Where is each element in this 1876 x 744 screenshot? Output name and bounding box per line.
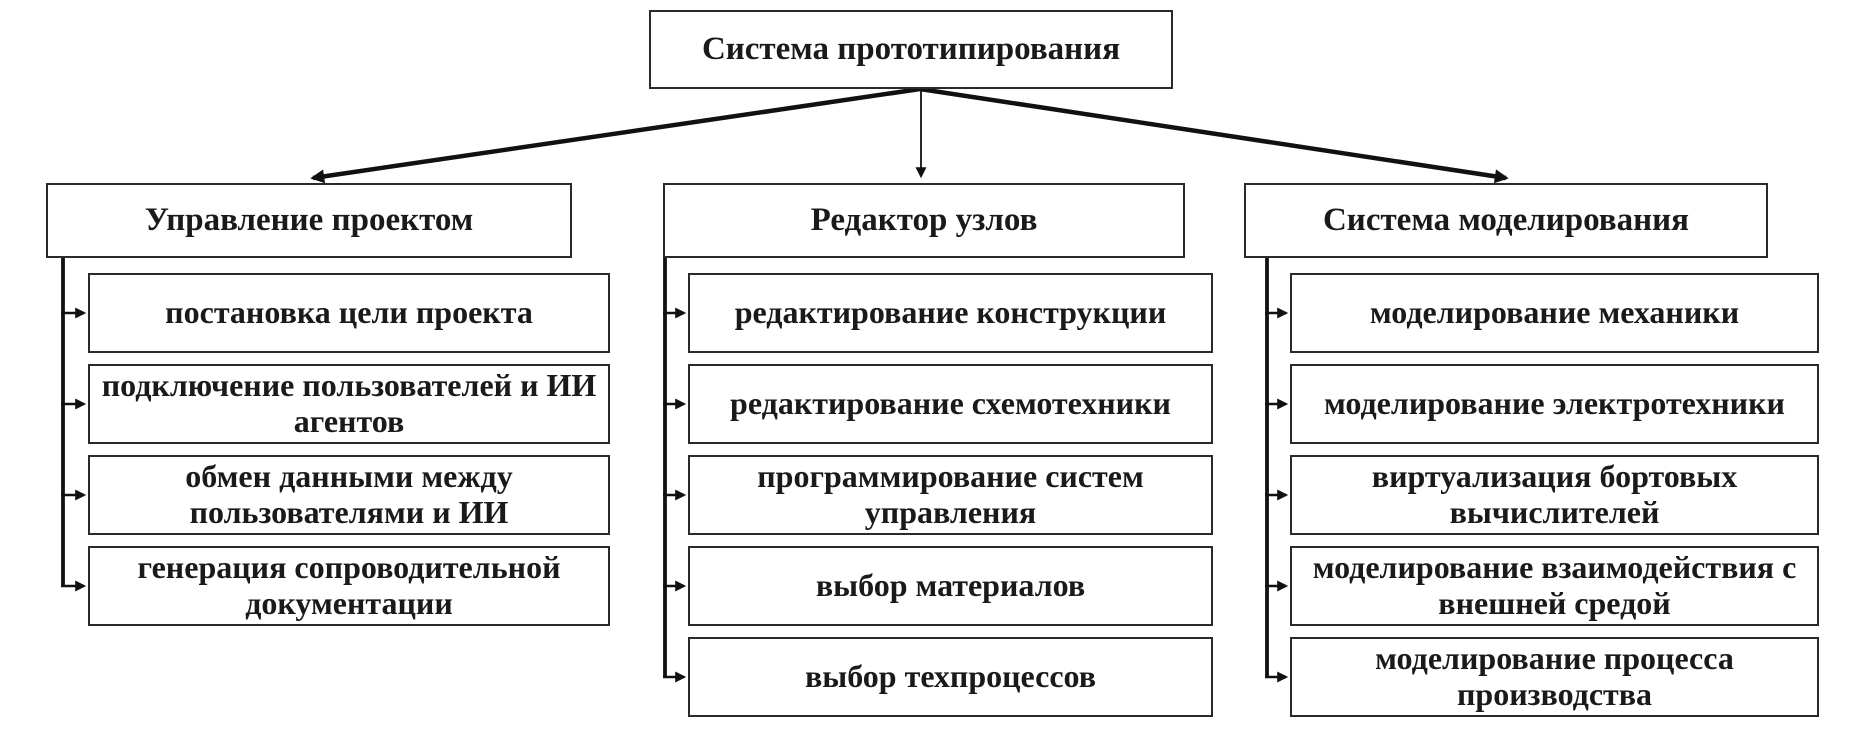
col-0-item-box-2: обмен данными между пользователями и ИИ: [88, 455, 610, 535]
col-2-item-box-3: моделирование взаимодействия с внешней с…: [1290, 546, 1819, 626]
col-1-header-box: Редактор узлов: [663, 183, 1185, 258]
col-0-header-box: Управление проектом: [46, 183, 572, 258]
col-0-item-box-0: постановка цели проекта: [88, 273, 610, 353]
col-1-item-box-0: редактирование конструкции: [688, 273, 1213, 353]
col-0-item-box-1: подключение пользователей и ИИ агентов: [88, 364, 610, 444]
arrow-root-to-col-0: [310, 86, 921, 184]
arrow-root-to-col-2: [919, 86, 1509, 184]
col-1-item-box-2: программирование систем управления: [688, 455, 1213, 535]
col-1-item-box-3: выбор материалов: [688, 546, 1213, 626]
col-2-item-box-2: виртуализация бортовых вычислителей: [1290, 455, 1819, 535]
col-2-item-box-1: моделирование электротехники: [1290, 364, 1819, 444]
root-box: Система прототипирования: [649, 10, 1173, 89]
col-1-item-box-4: выбор техпроцессов: [688, 637, 1213, 717]
col-2-header-box: Система моделирования: [1244, 183, 1768, 258]
col-1-item-box-1: редактирование схемотехники: [688, 364, 1213, 444]
col-1-connectors: [663, 258, 687, 683]
col-2-item-box-0: моделирование механики: [1290, 273, 1819, 353]
col-2-item-box-4: моделирование процесса производства: [1290, 637, 1819, 717]
col-2-connectors: [1265, 258, 1289, 683]
col-0-item-box-3: генерация сопроводительной документации: [88, 546, 610, 626]
root-fan-connectors: [310, 86, 1509, 184]
col-0-connectors: [61, 258, 87, 592]
